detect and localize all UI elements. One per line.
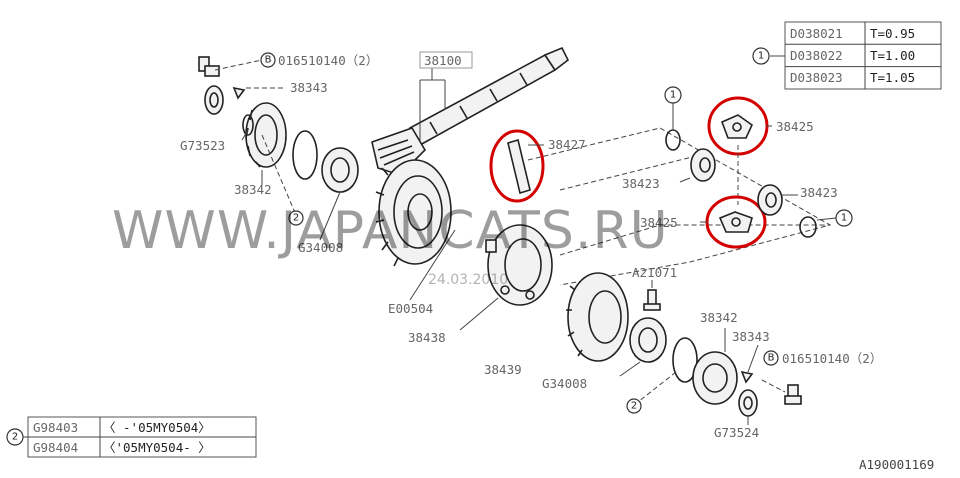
label-G34008-top: G34008 <box>298 240 343 255</box>
marker-1-right-text: 1 <box>841 213 847 224</box>
variant-row-1-part: G98403 <box>33 420 78 435</box>
marker-2-top-text: 2 <box>293 213 299 224</box>
label-016510140-bottom: 016510140（2） <box>782 351 882 366</box>
shim-table-marker-circle <box>752 47 770 65</box>
variant-row-1-range: 〈 -'05MY0504〉 <box>103 420 211 435</box>
shim-row-1-part: D038021 <box>790 26 843 41</box>
washer-left <box>665 129 681 151</box>
label-38100: 38100 <box>424 53 462 68</box>
marker-1-washer <box>664 86 682 104</box>
shim-table-frame <box>784 21 942 90</box>
variant-row-2-range: 〈'05MY0504- 〉 <box>103 440 211 455</box>
bolt-top-marker-text: B <box>265 55 272 66</box>
washer-right <box>799 216 817 238</box>
variant-row-2-part: G98404 <box>33 440 78 455</box>
shim-table-marker: 1 <box>758 51 764 62</box>
bolt-bottom-marker <box>763 350 779 366</box>
side-retainer-bottom <box>692 351 738 405</box>
label-G34008-bottom: G34008 <box>542 376 587 391</box>
seal-top <box>204 85 224 115</box>
side-gear-right <box>757 184 783 216</box>
pinion-pin <box>507 138 531 195</box>
shim-row-2-value: T=1.00 <box>870 48 915 63</box>
marker-2-top <box>288 210 304 226</box>
label-38439: 38439 <box>484 362 522 377</box>
label-38425-top: 38425 <box>776 119 814 134</box>
label-38342-top: 38342 <box>234 182 272 197</box>
variant-table: G98403 〈 -'05MY0504〉 G98404 〈'05MY0504- … <box>6 416 257 458</box>
oring-bottom <box>672 337 698 383</box>
label-G73523: G73523 <box>180 138 225 153</box>
shim-table: D038021 T=0.95 D038022 T=1.00 D038023 T=… <box>752 21 942 90</box>
shim-row-2-part: D038022 <box>790 48 843 63</box>
highlight-38427 <box>489 129 545 203</box>
diagram-code: A190001169 <box>859 457 934 472</box>
oring-top <box>292 130 318 180</box>
label-38343-top: 38343 <box>290 80 328 95</box>
watermark: WWW.JAPANCATS.RU <box>112 201 669 261</box>
bearing-bottom <box>629 317 667 363</box>
marker-1-right <box>835 209 853 227</box>
label-38423-right: 38423 <box>800 185 838 200</box>
bearing-top <box>321 147 359 193</box>
pinion-gear-top <box>720 114 754 139</box>
diff-case <box>485 224 553 306</box>
bolt-bottom-marker-text: B <box>768 353 775 364</box>
seal-bottom <box>738 389 758 417</box>
label-A21071: A21071 <box>632 265 677 280</box>
label-38342-bottom: 38342 <box>700 310 738 325</box>
bolt-top <box>198 56 220 77</box>
marker-2-bottom <box>626 398 642 414</box>
label-38427: 38427 <box>548 137 586 152</box>
bolt-bottom <box>784 384 802 405</box>
marker-1-washer-text: 1 <box>670 90 676 101</box>
lock-plate-bottom <box>740 370 754 384</box>
label-38343-bottom: 38343 <box>732 329 770 344</box>
shim-row-1-value: T=0.95 <box>870 26 915 41</box>
pinion-gear-bottom <box>718 211 753 233</box>
side-retainer-top <box>245 102 287 168</box>
diff-case-half <box>566 272 629 362</box>
ring-gear <box>375 159 452 267</box>
label-E00504: E00504 <box>388 301 433 316</box>
watermark-date: 24.03.2010 <box>428 272 508 288</box>
side-gear-left <box>690 148 716 182</box>
bolt-top-marker <box>260 52 276 68</box>
label-38425-bottom: 38425 <box>640 215 678 230</box>
g73523-oring <box>242 114 254 136</box>
label-38423-left: 38423 <box>622 176 660 191</box>
shim-row-3-part: D038023 <box>790 70 843 85</box>
shim-row-3-value: T=1.05 <box>870 70 915 85</box>
label-G73524: G73524 <box>714 425 759 440</box>
marker-2-bottom-text: 2 <box>631 401 637 412</box>
variant-table-marker: 2 <box>12 432 18 443</box>
lock-plate-top <box>232 86 246 100</box>
label-38438: 38438 <box>408 330 446 345</box>
label-016510140-top: 016510140（2） <box>278 53 378 68</box>
bolt-a21071 <box>643 289 661 311</box>
